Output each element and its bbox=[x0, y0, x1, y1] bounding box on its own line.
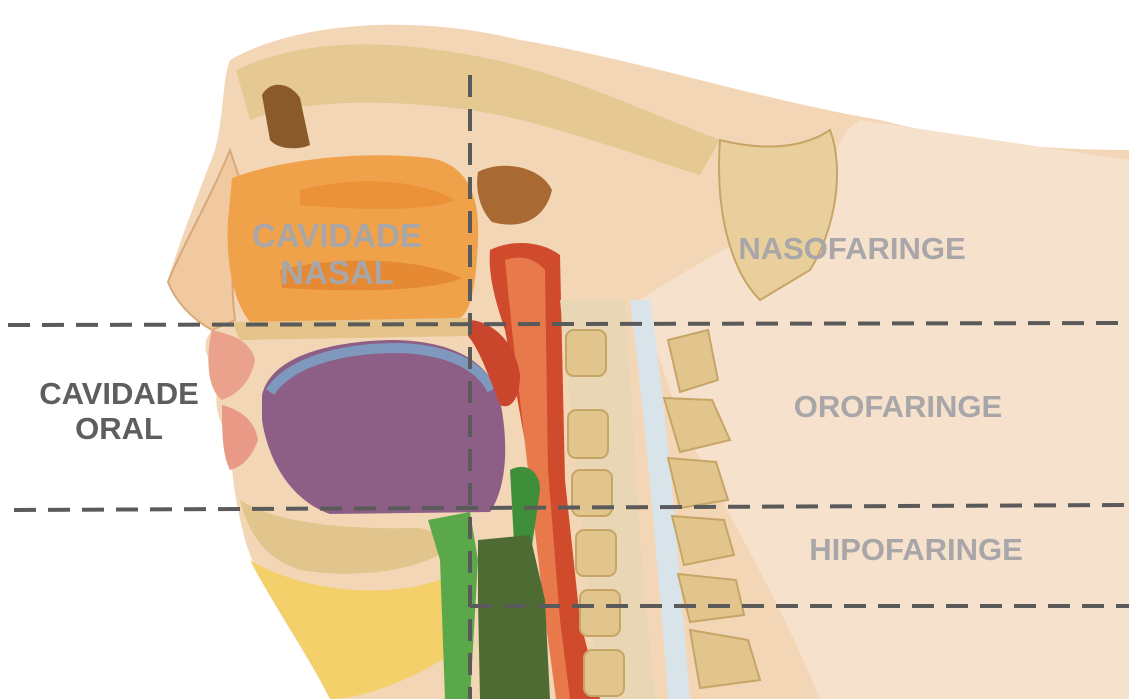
label-cavidade-nasal-line2: NASAL bbox=[232, 255, 442, 292]
label-nasofaringe: NASOFARINGE bbox=[712, 232, 992, 267]
label-hipofaringe: HIPOFARINGE bbox=[786, 533, 1046, 568]
label-orofaringe: OROFARINGE bbox=[758, 390, 1038, 425]
label-cavidade-oral-line2: ORAL bbox=[14, 412, 224, 447]
label-cavidade-oral: CAVIDADE ORAL bbox=[14, 377, 224, 446]
label-cavidade-oral-line1: CAVIDADE bbox=[14, 377, 224, 412]
label-cavidade-nasal-line1: CAVIDADE bbox=[232, 218, 442, 255]
nasal-oral-divider bbox=[8, 323, 1129, 325]
label-cavidade-nasal: CAVIDADE NASAL bbox=[232, 218, 442, 292]
